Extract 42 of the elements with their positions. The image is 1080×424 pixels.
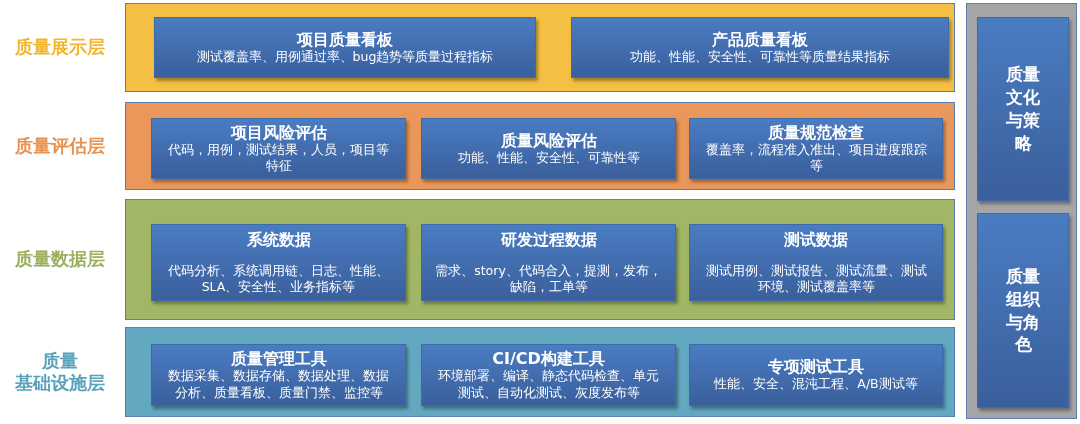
box-title: 专项测试工具 xyxy=(768,357,864,377)
component-box xyxy=(689,224,943,301)
component-box xyxy=(977,213,1069,408)
box-description: 覆盖率，流程准入准出、项目进度跟踪等 xyxy=(704,141,928,175)
box-description: 功能、性能、安全性、可靠性等质量结果指标 xyxy=(630,48,890,66)
box-title: 研发过程数据 xyxy=(500,229,597,249)
component-box xyxy=(151,224,406,301)
layer-label: 质量评估层 xyxy=(15,134,105,158)
component-box xyxy=(421,344,676,406)
box-title: 质量文化与策略 xyxy=(1005,63,1041,155)
component-box xyxy=(977,17,1069,201)
layer-label: 质量基础设施层 xyxy=(14,349,106,395)
box-title: 质量规范检查 xyxy=(768,122,864,142)
box-description: 测试覆盖率、用例通过率、bug趋势等质量过程指标 xyxy=(196,48,494,66)
component-box xyxy=(421,224,676,301)
box-title: 质量管理工具 xyxy=(230,349,327,369)
box-title: 质量风险评估 xyxy=(500,130,597,150)
box-description: 代码，用例，测试结果，人员，项目等特征 xyxy=(167,141,390,175)
box-title: 项目风险评估 xyxy=(230,122,327,142)
box-title: 测试数据 xyxy=(784,229,848,249)
box-description: 代码分析、系统调用链、日志、性能、SLA、安全性、业务指标等 xyxy=(167,262,390,296)
box-title: 系统数据 xyxy=(246,229,311,249)
component-box xyxy=(689,344,943,406)
box-description: 需求、story、代码合入，提测，发布，缺陷，工单等 xyxy=(434,262,663,296)
box-title: 产品质量看板 xyxy=(712,29,808,49)
component-box xyxy=(154,17,536,78)
layer-label: 质量展示层 xyxy=(15,36,105,59)
component-box xyxy=(421,118,676,179)
component-box xyxy=(151,344,406,406)
component-box xyxy=(151,118,406,179)
box-title: CI/CD构建工具 xyxy=(492,349,605,369)
component-box xyxy=(689,118,943,179)
box-description: 数据采集、数据存储、数据处理、数据分析、质量看板、质量门禁、监控等 xyxy=(167,368,390,401)
side-panel xyxy=(966,3,1077,419)
box-description: 性能、安全、混沌工程、A/B测试等 xyxy=(714,376,918,393)
box-description: 功能、性能、安全性、可靠性等 xyxy=(457,149,640,167)
component-box xyxy=(571,17,949,78)
box-title: 项目质量看板 xyxy=(297,29,393,49)
box-description: 测试用例、测试报告、测试流量、测试环境、测试覆盖率等 xyxy=(704,262,928,296)
box-description: 环境部署、编译、静态代码检查、单元测试、自动化测试、灰度发布等 xyxy=(437,368,660,401)
box-title: 质量组织与角色 xyxy=(1005,264,1041,357)
layer-label: 质量数据层 xyxy=(15,248,105,271)
